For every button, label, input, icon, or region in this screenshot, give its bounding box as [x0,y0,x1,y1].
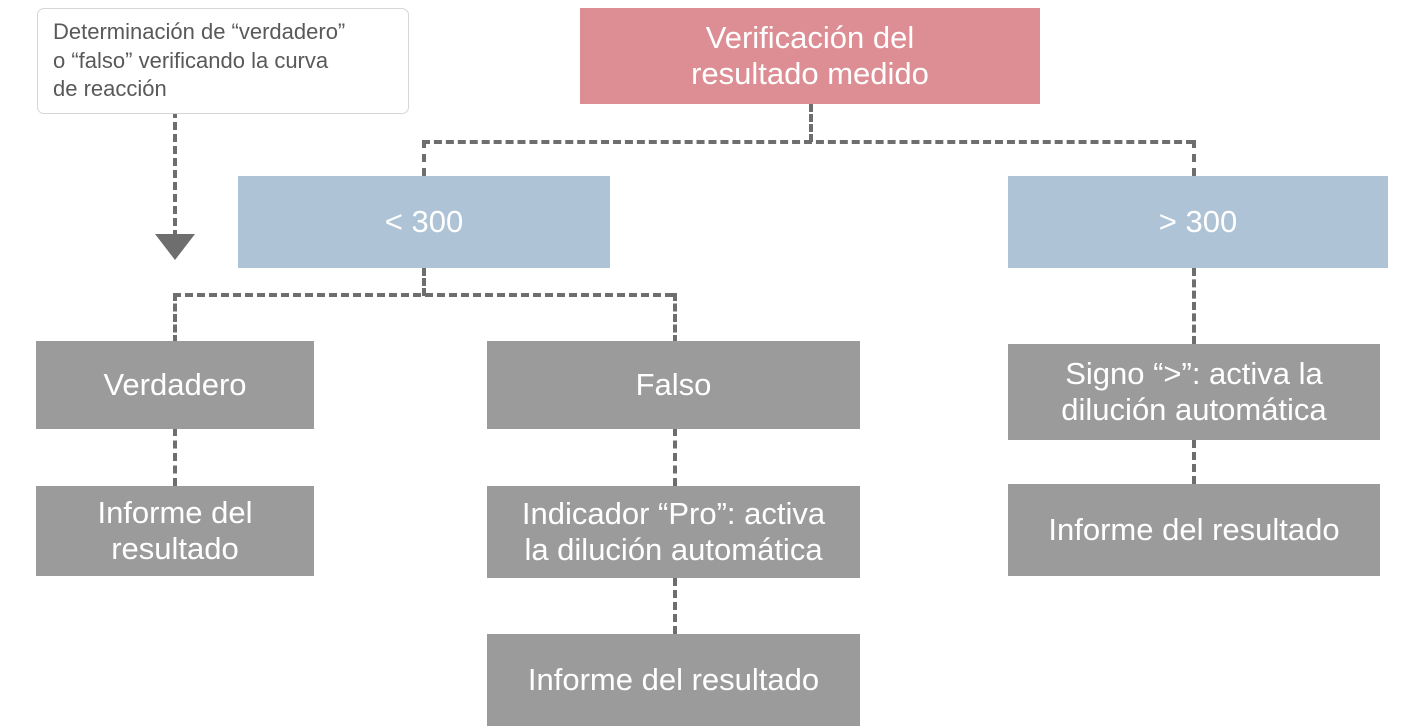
node-verdadero-label: Verdadero [103,366,247,402]
connector-level1-bus [422,140,1194,144]
connector-callout-to-arrow [173,110,177,238]
node-root-verificacion[interactable]: Verificación del resultado medido [580,8,1040,104]
connector-indicador-to-informe [673,578,677,634]
node-signo-mayor-line-1: Signo “>”: activa la [1065,355,1323,391]
node-indicador-pro-line-2: la dilución automática [524,532,823,567]
node-verdadero-informe[interactable]: Informe del resultado [36,486,314,576]
node-branch-lt-300-label: < 300 [384,203,464,239]
node-root-line-2: resultado medido [691,56,929,91]
connector-level2-bus [173,293,673,297]
node-falso[interactable]: Falso [487,341,860,429]
connector-bus-to-lt300 [422,140,426,176]
connector-bus-to-gt300 [1192,140,1196,176]
node-indicador-pro[interactable]: Indicador “Pro”: activa la dilución auto… [487,486,860,578]
callout-line-1: Determinación de “verdadero” [53,19,346,44]
callout-line-2: o “falso” verificando la curva [53,47,329,73]
node-verdadero[interactable]: Verdadero [36,341,314,429]
node-falso-informe[interactable]: Informe del resultado [487,634,860,726]
node-falso-label: Falso [635,366,712,402]
connector-bus-to-verdadero [173,293,177,343]
node-branch-gt-300-label: > 300 [1158,203,1238,239]
node-falso-informe-line-1: Informe del resultado [527,661,820,697]
node-branch-gt-300[interactable]: > 300 [1008,176,1388,268]
node-signo-informe[interactable]: Informe del resultado [1008,484,1380,576]
connector-verdadero-to-informe [173,428,177,486]
connector-gt300-to-signo [1192,268,1196,344]
connector-root-stem [809,104,813,142]
connector-signo-to-informe [1192,440,1196,484]
connector-lt300-stem [422,268,426,296]
node-signo-informe-line-1: Informe del resultado [1048,511,1340,547]
node-indicador-pro-line-1: Indicador “Pro”: activa [521,495,826,531]
arrow-head-icon [155,234,195,260]
connector-bus-to-falso [673,293,677,343]
node-root-line-1: Verificación del [705,19,915,55]
node-verdadero-informe-line-1: Informe del [97,494,253,530]
node-signo-mayor[interactable]: Signo “>”: activa la dilución automática [1008,344,1380,440]
callout-note: Determinación de “verdadero” o “falso” v… [37,8,409,114]
connector-falso-to-indicador [673,428,677,486]
node-verdadero-informe-line-2: resultado [111,531,239,566]
node-branch-lt-300[interactable]: < 300 [238,176,610,268]
node-signo-mayor-line-2: dilución automática [1061,392,1327,427]
callout-line-3: de reacción [53,76,167,102]
